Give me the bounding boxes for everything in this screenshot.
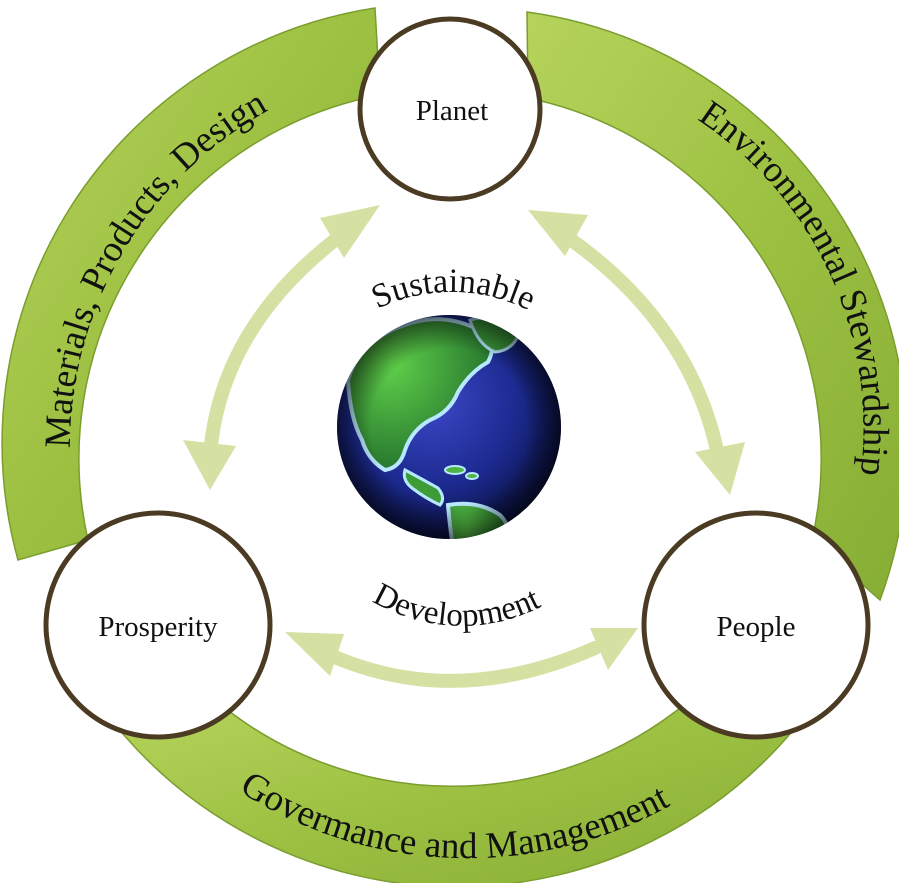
node-planet-label: Planet	[416, 95, 489, 127]
center-label-bottom: Development	[368, 576, 546, 634]
ring-segment-bottom	[116, 699, 797, 883]
ring-segment-left	[1, 7, 381, 561]
node-prosperity-label: Prosperity	[98, 611, 218, 643]
node-people: People	[641, 510, 871, 740]
node-planet: Planet	[357, 16, 543, 202]
node-people-label: People	[717, 611, 796, 643]
arrow-prosperity-people	[285, 628, 638, 688]
inner-arrows	[183, 205, 745, 688]
arrow-planet-prosperity	[183, 205, 380, 490]
outer-ring	[1, 7, 899, 883]
ring-segment-right	[526, 11, 899, 602]
center-label-top: Sustainable	[366, 263, 541, 318]
globe-icon	[337, 315, 561, 539]
node-prosperity: Prosperity	[43, 510, 273, 740]
arrow-planet-people	[528, 210, 745, 495]
